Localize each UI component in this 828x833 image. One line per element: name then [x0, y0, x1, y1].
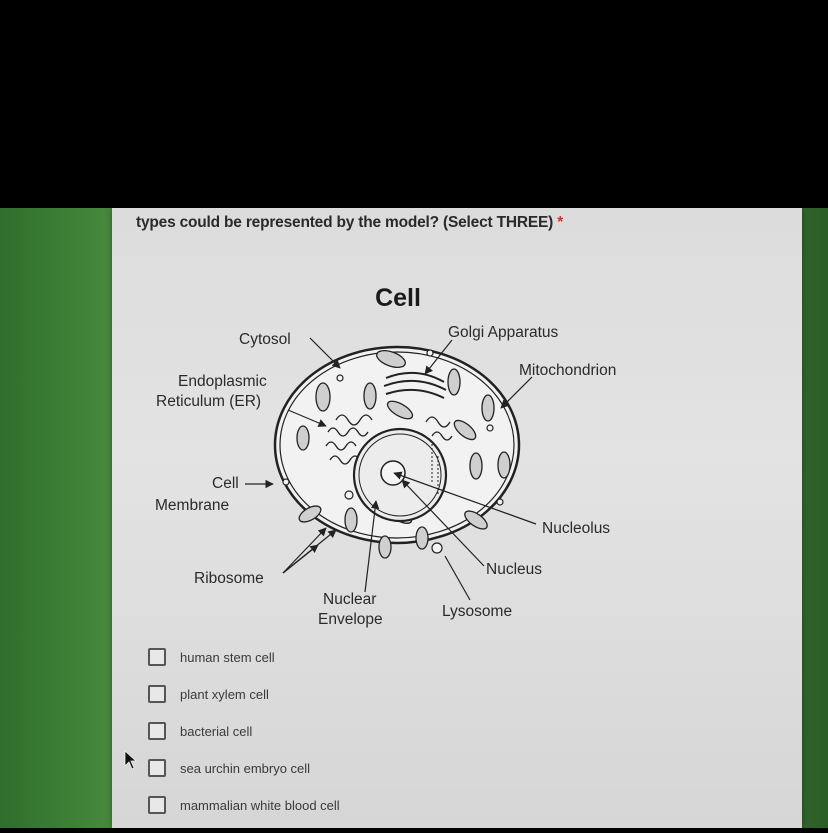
dark-photo-border — [0, 0, 828, 208]
label-er-line2: Reticulum (ER) — [156, 393, 261, 410]
checkbox[interactable] — [148, 796, 166, 814]
label-nuclear-envelope-line2: Envelope — [318, 611, 383, 628]
label-mitochondrion: Mitochondrion — [519, 362, 616, 379]
label-ribosome: Ribosome — [194, 570, 264, 587]
option-human-stem-cell[interactable]: human stem cell — [148, 648, 340, 666]
checkbox[interactable] — [148, 685, 166, 703]
label-cytosol: Cytosol — [239, 331, 291, 348]
label-membrane-line1: Cell — [212, 475, 239, 492]
mitochondria-shapes — [296, 350, 511, 559]
label-er-line1: Endoplasmic — [178, 373, 267, 390]
checkbox[interactable] — [148, 759, 166, 777]
checkbox[interactable] — [148, 648, 166, 666]
required-asterisk: * — [557, 214, 564, 231]
option-label: bacterial cell — [180, 723, 253, 739]
endoplasmic-reticulum-shape — [325, 414, 453, 465]
label-golgi: Golgi Apparatus — [448, 324, 559, 341]
cell-diagram: Cell — [155, 284, 616, 628]
diagram-title: Cell — [375, 284, 421, 312]
question-label: types could be represented by the model?… — [136, 214, 554, 231]
option-bacterial-cell[interactable]: bacterial cell — [148, 722, 340, 740]
label-nucleus: Nucleus — [486, 561, 542, 578]
option-plant-xylem-cell[interactable]: plant xylem cell — [148, 685, 340, 703]
mouse-cursor-icon — [124, 750, 138, 770]
golgi-apparatus-shape — [383, 371, 447, 399]
question-text: types could be represented by the model?… — [136, 214, 776, 232]
option-sea-urchin-embryo-cell[interactable]: sea urchin embryo cell — [148, 759, 340, 777]
option-label: mammalian white blood cell — [180, 797, 340, 813]
option-label: plant xylem cell — [180, 686, 269, 702]
label-nucleolus: Nucleolus — [542, 520, 610, 537]
label-nuclear-envelope-line1: Nuclear — [323, 591, 376, 608]
checkbox[interactable] — [148, 722, 166, 740]
option-label: human stem cell — [180, 649, 275, 665]
option-mammalian-white-blood-cell[interactable]: mammalian white blood cell — [148, 796, 340, 814]
checkbox-options: human stem cell plant xylem cell bacteri… — [148, 648, 340, 833]
label-membrane-line2: Membrane — [155, 497, 229, 514]
lysosome-shapes — [282, 349, 504, 554]
label-lysosome: Lysosome — [442, 603, 512, 620]
option-label: sea urchin embryo cell — [180, 760, 311, 776]
